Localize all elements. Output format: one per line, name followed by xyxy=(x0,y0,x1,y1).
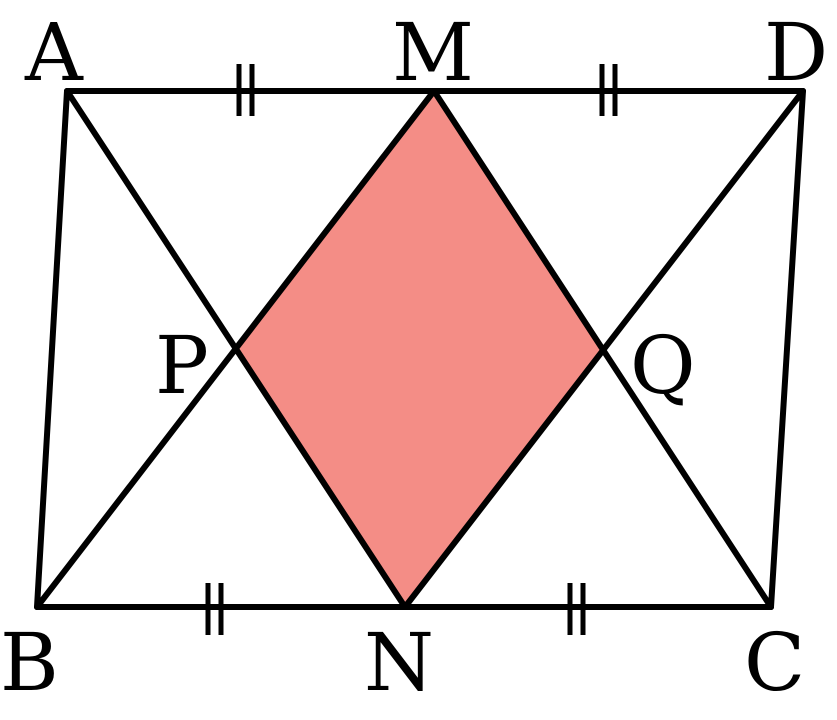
segment-bm xyxy=(34,88,437,610)
label-a: A xyxy=(24,6,84,99)
label-p: P xyxy=(155,319,209,412)
label-c: C xyxy=(744,616,805,709)
side-ab xyxy=(34,88,70,610)
tick-mark-nc xyxy=(567,583,586,635)
side-cd xyxy=(768,88,806,610)
label-d: D xyxy=(764,6,828,99)
tick-mark-md xyxy=(599,64,618,116)
label-q: Q xyxy=(630,319,696,412)
label-m: M xyxy=(392,6,474,99)
shaded-region-mpnq xyxy=(237,91,603,607)
label-n: N xyxy=(364,616,434,709)
segment-nd xyxy=(402,88,806,610)
tick-mark-bn xyxy=(205,583,224,635)
tick-mark-am xyxy=(236,64,255,116)
label-b: B xyxy=(0,616,59,709)
